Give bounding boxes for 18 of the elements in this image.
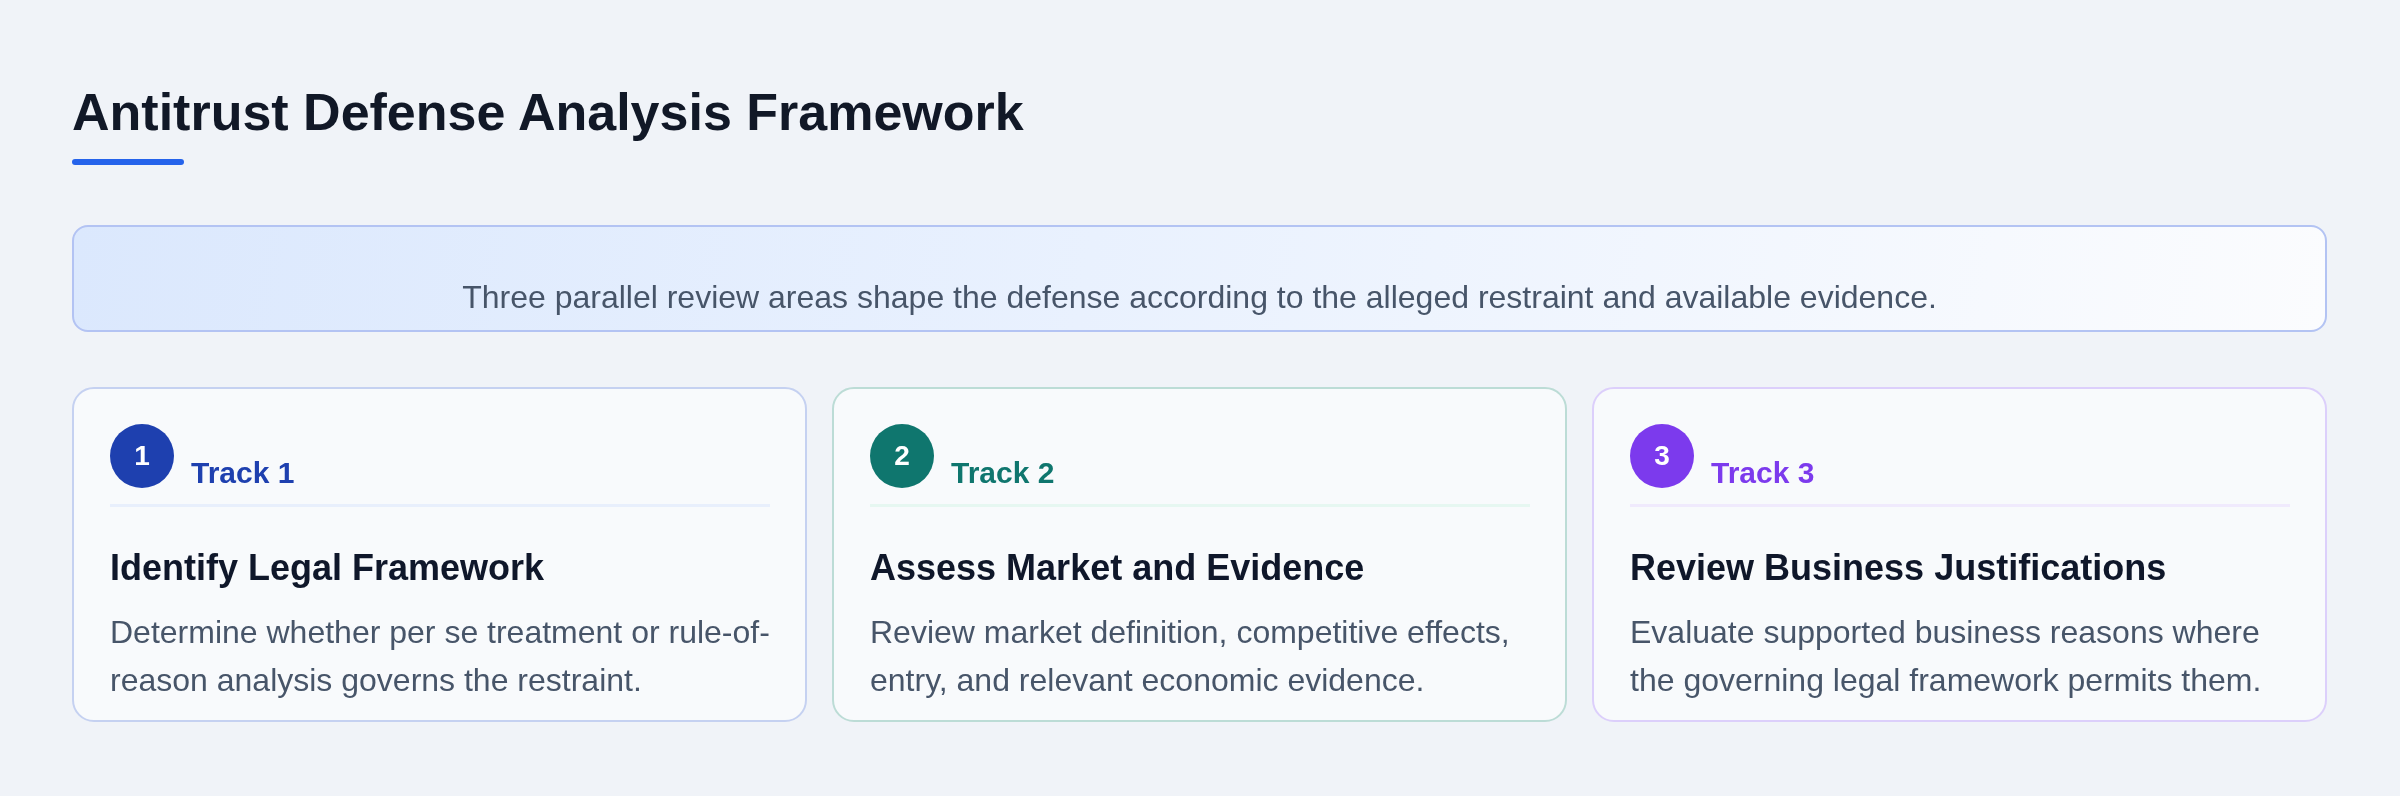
track-label: Track 3 <box>1711 458 1815 488</box>
card-description: Evaluate supported business reasons where the governing legal framework permits them. <box>1630 613 2263 700</box>
banner-text: Three parallel review areas shape the defense according to the alleged restraint and available evidence. <box>462 278 1937 317</box>
card-heading: Assess Market and Evidence <box>870 546 1366 589</box>
diagram-title: Antitrust Defense Analysis Framework <box>72 82 1024 143</box>
track-label: Track 1 <box>191 458 295 488</box>
step-number-circle: 3 <box>1630 424 1694 488</box>
step-number-circle: 1 <box>110 424 174 488</box>
card-description: Review market definition, competitive effects, entry, and relevant economic evidence. <box>870 613 1511 700</box>
card-description: Determine whether per se treatment or rule-of-reason analysis governs the restraint. <box>110 613 771 700</box>
track-card <box>72 387 807 722</box>
track-label: Track 2 <box>951 458 1055 488</box>
step-number-circle: 2 <box>870 424 934 488</box>
card-heading: Review Business Justifications <box>1630 546 2168 589</box>
track-card <box>832 387 1567 722</box>
track-card <box>1592 387 2327 722</box>
summary-banner <box>72 225 2327 332</box>
card-heading: Identify Legal Framework <box>110 546 546 589</box>
